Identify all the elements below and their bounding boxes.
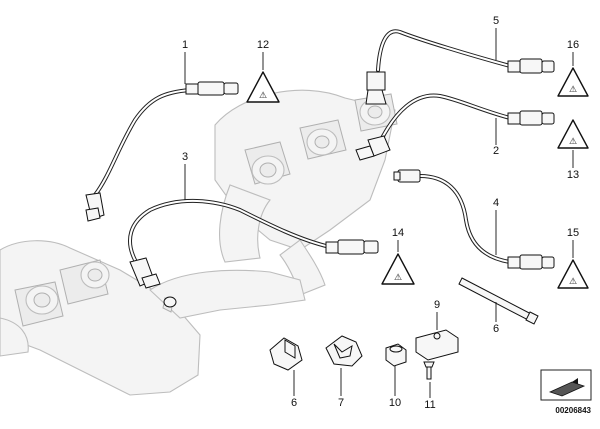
warning-triangle-icon: ⚠ — [557, 67, 589, 97]
callout-13: 13 — [567, 169, 579, 181]
oxygen-sensor-1 — [85, 81, 239, 222]
svg-text:⚠: ⚠ — [394, 272, 402, 282]
svg-text:⚠: ⚠ — [259, 90, 267, 100]
oxygen-sensor-4 — [393, 169, 555, 270]
exhaust-manifold-ghost — [214, 89, 398, 296]
screw — [423, 361, 435, 380]
bracket — [415, 329, 459, 361]
callout-11: 11 — [424, 399, 435, 411]
warning-triangle-icon: ⚠ — [246, 71, 280, 103]
catalytic-converter-ghost — [0, 240, 306, 396]
callout-1: 1 — [182, 39, 188, 51]
oxygen-sensor-2 — [355, 93, 555, 161]
svg-text:⚠: ⚠ — [569, 84, 577, 94]
callout-7: 7 — [338, 397, 344, 409]
leader-lines — [184, 28, 574, 398]
oxygen-sensor-5 — [365, 29, 555, 105]
callout-5: 5 — [493, 15, 499, 27]
callout-2: 2 — [493, 145, 499, 157]
warning-triangle-icon: ⚠ — [557, 119, 589, 149]
reference-thumbnail — [540, 369, 592, 401]
callout-14: 14 — [392, 227, 404, 239]
reference-code: 00206843 — [555, 406, 591, 415]
callout-9: 9 — [434, 299, 440, 311]
callout-3: 3 — [182, 151, 188, 163]
callout-12: 12 — [257, 39, 269, 51]
oxygen-sensor-3 — [128, 199, 379, 308]
callout-15: 15 — [567, 227, 579, 239]
callout-6-tie: 6 — [493, 323, 499, 335]
callout-10: 10 — [389, 397, 401, 409]
callout-4: 4 — [493, 197, 499, 209]
svg-text:⚠: ⚠ — [569, 276, 577, 286]
sensor-holder — [325, 335, 363, 367]
cable-clip — [269, 337, 303, 371]
cable-tie — [458, 277, 539, 325]
grommet — [385, 343, 407, 367]
svg-text:⚠: ⚠ — [569, 136, 577, 146]
callout-16: 16 — [567, 39, 579, 51]
callout-6-clip: 6 — [291, 397, 297, 409]
warning-triangle-icon: ⚠ — [557, 259, 589, 289]
warning-triangle-icon: ⚠ — [381, 253, 415, 285]
